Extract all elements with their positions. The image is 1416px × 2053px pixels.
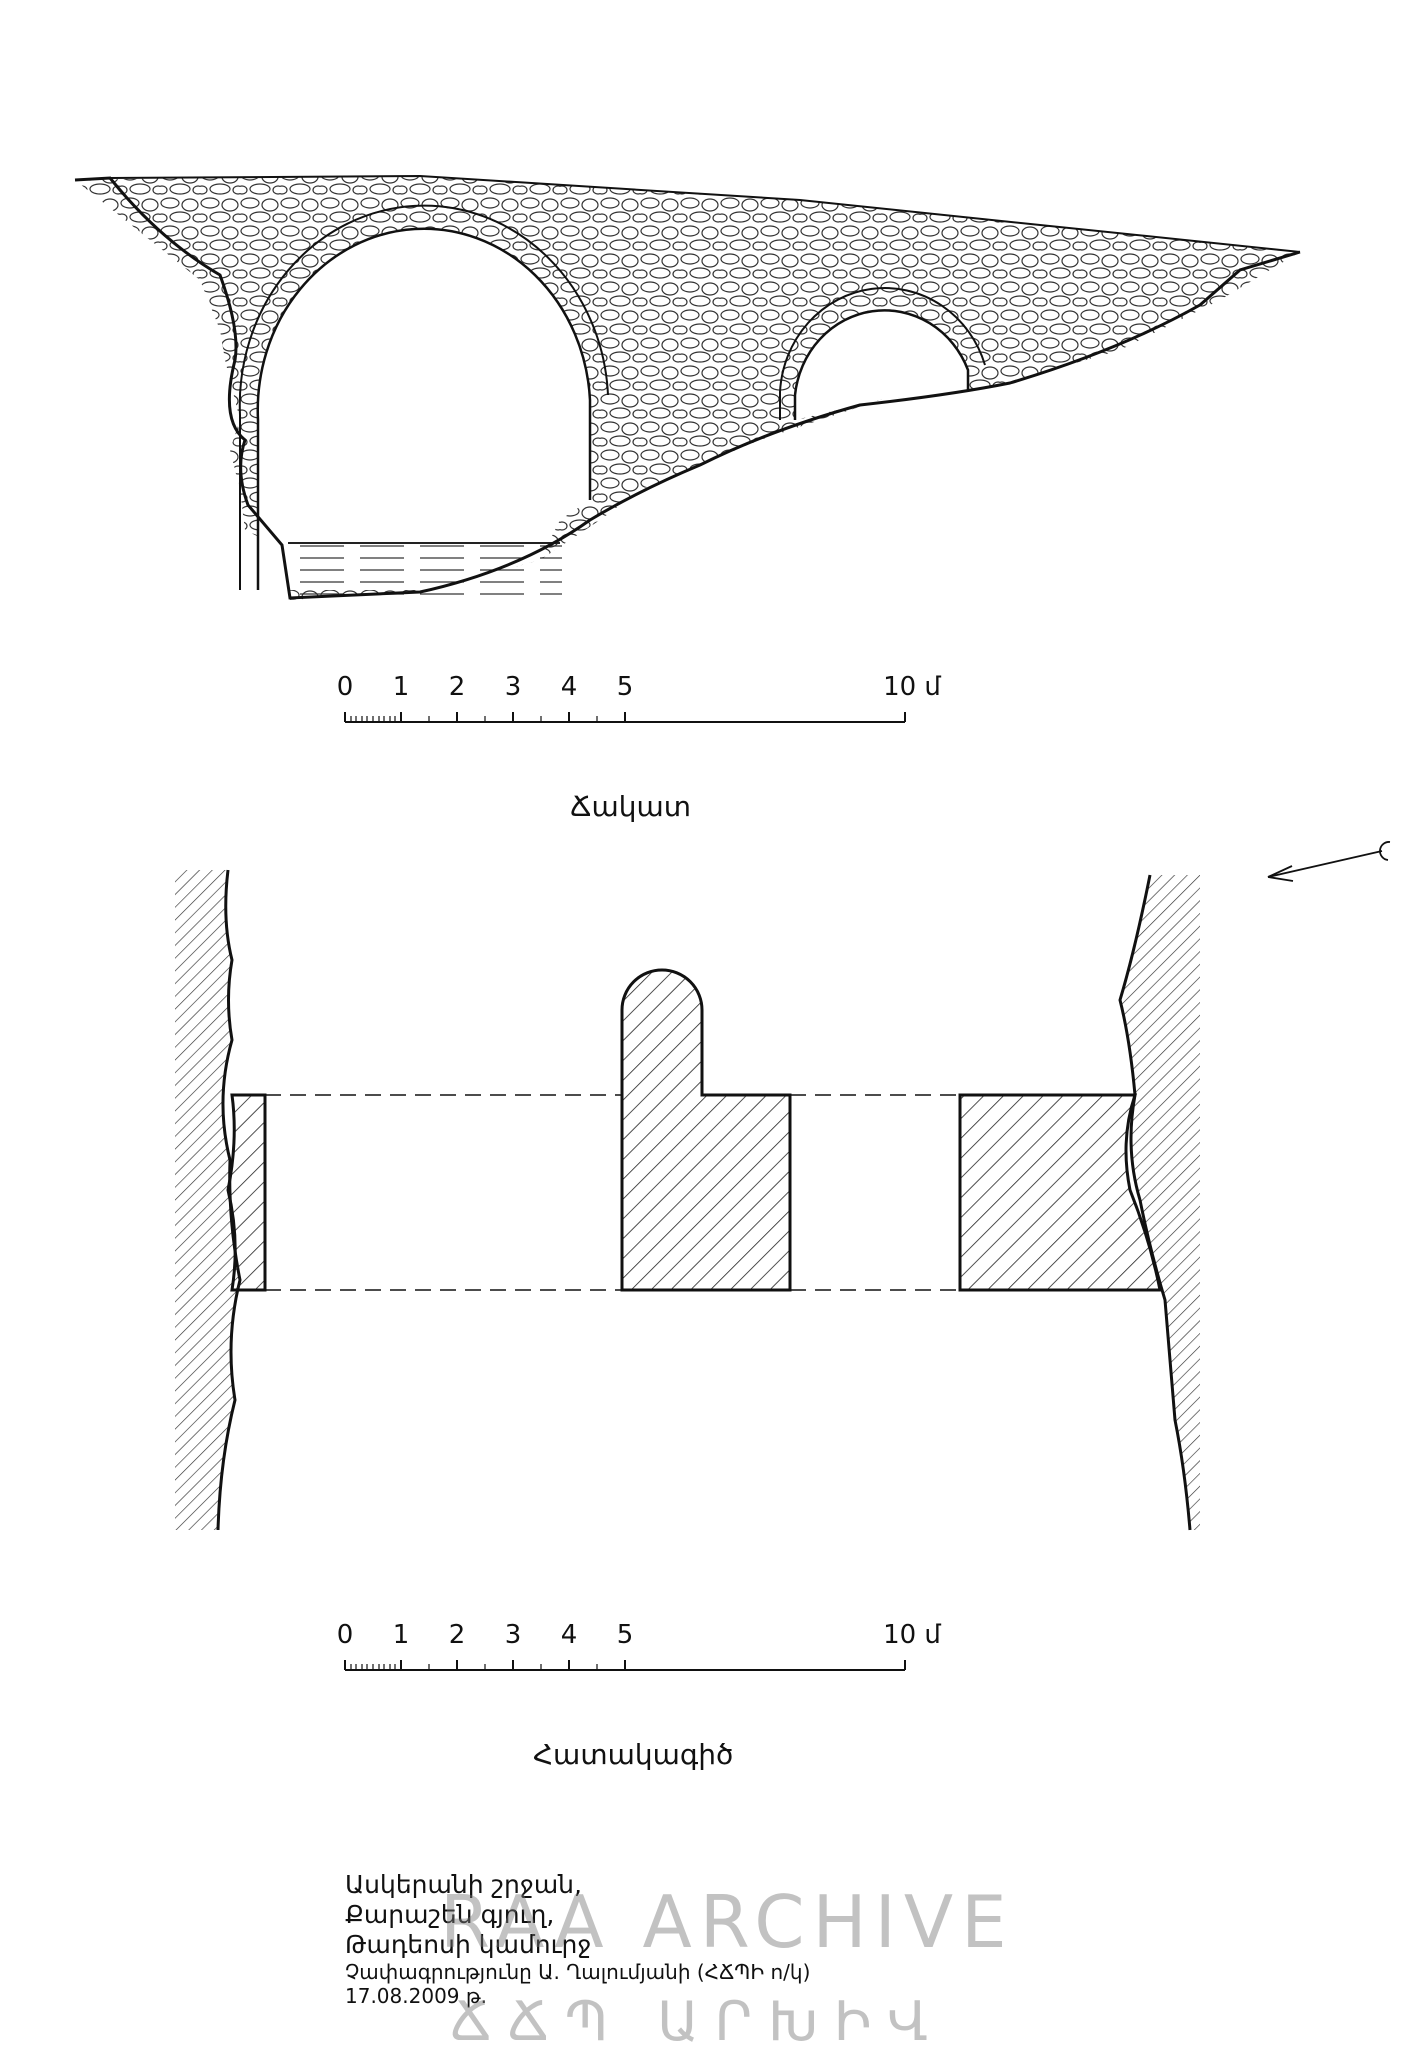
scale-tick-label: 10 մ [883,672,941,702]
scale-tick-label: 5 [616,1620,634,1650]
scale-tick-label: 3 [504,672,522,702]
elevation-view [74,174,1301,600]
scale-tick-label: 3 [504,1620,522,1650]
scale-tick-label: 2 [448,672,466,702]
scale-tick-label: 10 մ [883,1620,941,1650]
caption-block: Ասկերանի շրջան, Քարաշեն գյուղ, Թադեոսի կ… [345,1870,810,2008]
scale-tick-label: 0 [336,1620,354,1650]
watermark-latin: RAA ARCHIVE [440,1880,1015,1964]
scale-tick-label: 0 [336,672,354,702]
caption-title: Թադեոսի կամուրջ [345,1930,592,1959]
scale-tick-label: 1 [392,1620,410,1650]
scale-tick-label: 4 [560,672,578,702]
elevation-label: Ճակատ [570,790,692,823]
caption-region: Ասկերանի շրջան, [345,1870,582,1899]
caption-author: Չափագրությունը Ա. Ղալումյանի (ՀՃՊԻ ո/կ) [345,1960,811,1984]
scale-tick-label: 4 [560,1620,578,1650]
plan-view [175,869,1200,1531]
plan-label: Հատակագիծ [533,1738,734,1771]
scale-tick-label: 5 [616,672,634,702]
scale-tick-label: 2 [448,1620,466,1650]
caption-date: 17.08.2009 թ. [345,1984,487,2008]
scale-bar-plan [344,1660,906,1671]
scale-tick-label: 1 [392,672,410,702]
scale-bar-elevation [344,712,906,723]
north-arrow-icon [1267,841,1391,882]
caption-village: Քարաշեն գյուղ, [345,1900,555,1929]
watermark-armenian: ՃՃՊ ԱՐԽԻՎ [450,1990,944,2053]
